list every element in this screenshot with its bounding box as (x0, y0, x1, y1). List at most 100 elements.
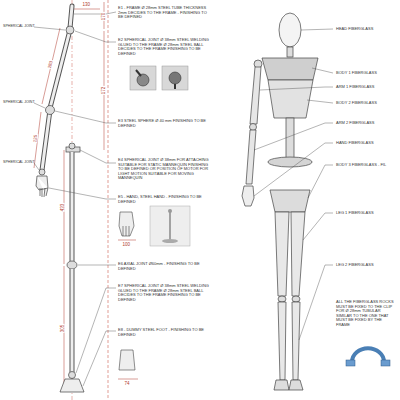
steel-foot (60, 379, 84, 392)
detail-insets (119, 66, 190, 370)
dimension: 100 (122, 242, 131, 247)
reference-line (108, 0, 109, 400)
joint-rod (174, 84, 176, 89)
leg-2 (278, 302, 286, 380)
dimension-line (72, 9, 100, 10)
steel-hand (36, 176, 48, 197)
forearm-tube (42, 110, 50, 170)
leader-line (307, 100, 333, 103)
body-1 (262, 58, 318, 80)
axial-joint (67, 261, 77, 269)
leader-line (34, 103, 45, 108)
center-line (72, 0, 73, 400)
stand-top (168, 209, 172, 213)
body-3 (270, 190, 310, 212)
dimension: 170 (101, 12, 106, 21)
clip-ring (352, 348, 384, 362)
clip-tab (381, 360, 390, 366)
part-note: E1 - FRAME Ø 28mm STEEL TUBE THICKNESS 2… (118, 6, 210, 20)
foot (289, 380, 303, 390)
leader-line (312, 68, 333, 73)
forearm-tube (42, 110, 50, 170)
leg-tube (71, 269, 74, 372)
frame-tube (70, 6, 72, 28)
part-note: E4 SPHERICAL JOINT Ø 38mm FOR ATTACHING … (118, 158, 210, 181)
part-label: ARM 2 FIBERGLASS (336, 121, 374, 126)
spherical-joint (69, 372, 76, 379)
part-label: LEG 2 FIBERGLASS (336, 263, 374, 268)
spine-tube (286, 118, 294, 160)
part-label: HEAD FIBERGLASS (336, 27, 373, 32)
joint-photo (162, 66, 188, 90)
part-label: LEG 1 FIBERGLASS (336, 211, 374, 216)
hand (242, 186, 254, 206)
knee-joint (292, 296, 300, 302)
leader-lines (34, 12, 116, 386)
dimension: 74 (124, 381, 130, 386)
dimension-line (118, 379, 138, 380)
leader-line (78, 265, 116, 266)
leader-line (34, 27, 65, 30)
dimension-line (42, 28, 60, 104)
stand-base (162, 239, 178, 243)
waist-plate (268, 157, 312, 167)
part-note: E5 - HAND, STEEL HAND - FINISHING TO BE … (118, 195, 210, 204)
leader-line (299, 265, 333, 340)
joint-ball (137, 74, 149, 86)
assembly-note: ALL THE FIBERGLASS ROCKS MUST BE FIXED T… (336, 300, 396, 328)
leg-tube (71, 152, 74, 261)
dimension: 305 (60, 324, 65, 333)
joint-ball (169, 72, 181, 84)
leg-tube (70, 152, 75, 261)
leader-line (55, 111, 116, 123)
joint-rod (136, 70, 141, 76)
leader-line (260, 87, 333, 90)
leader-line (74, 12, 116, 14)
neck (287, 47, 293, 57)
arm-1 (250, 67, 261, 124)
part-note: E2 SPHERICAL JOINT Ø 38mm STEEL WELDING … (118, 38, 210, 56)
dimension: 433 (60, 203, 65, 212)
part-label: BODY 3 FIBERGLASS - FIL (336, 163, 386, 168)
leader-line (49, 188, 116, 199)
part-label: ARM 1 FIBERGLASS (336, 85, 374, 90)
leader-line (254, 143, 333, 196)
joint-label: SPHERICAL JOINT (3, 100, 35, 104)
part-note: E8 - DUMMY STEEL FOOT - FINISHING TO BE … (118, 328, 210, 337)
dimension: 283 (47, 60, 54, 70)
leader-line (75, 31, 116, 42)
steel-frame (36, 6, 84, 392)
leg-1 (291, 212, 305, 296)
upper-arm-tube (50, 30, 70, 108)
part-note: E3 STEEL SPHERE Ø 40 mm FINISHING TO BE … (118, 119, 210, 128)
hand-detail (119, 212, 134, 236)
joint-label: SPHERICAL JOINT (3, 160, 35, 164)
stand-photo (150, 206, 190, 246)
tube-clip (346, 348, 390, 366)
foot-detail (119, 350, 135, 370)
leader-line (301, 29, 333, 30)
dimension-line (118, 240, 136, 241)
dimension: 172 (101, 86, 106, 95)
part-label: BODY 2 FIBERGLASS (336, 101, 377, 106)
leader-line (76, 288, 116, 373)
spherical-joint (39, 169, 45, 175)
spherical-joint (69, 143, 75, 149)
leg-1 (275, 212, 289, 296)
foot (274, 380, 289, 390)
arm-2 (246, 130, 256, 184)
upper-arm-tube (50, 30, 70, 108)
knee-joint (278, 296, 286, 302)
elbow-joint (250, 124, 257, 131)
leader-line (303, 213, 333, 240)
leg-2 (292, 302, 300, 380)
frame-tube (70, 6, 72, 28)
part-note: E6 AXIAL JOINT Ø60mm - FINISHING TO BE D… (118, 262, 210, 271)
leader-lines (254, 29, 333, 340)
leader-line (83, 331, 116, 386)
leader-line (80, 150, 116, 163)
leg-tube (70, 269, 75, 372)
steel-sphere (46, 106, 55, 115)
part-note: E7 SPHERICAL JOINT Ø 38mm STEEL WELDING … (118, 284, 210, 302)
